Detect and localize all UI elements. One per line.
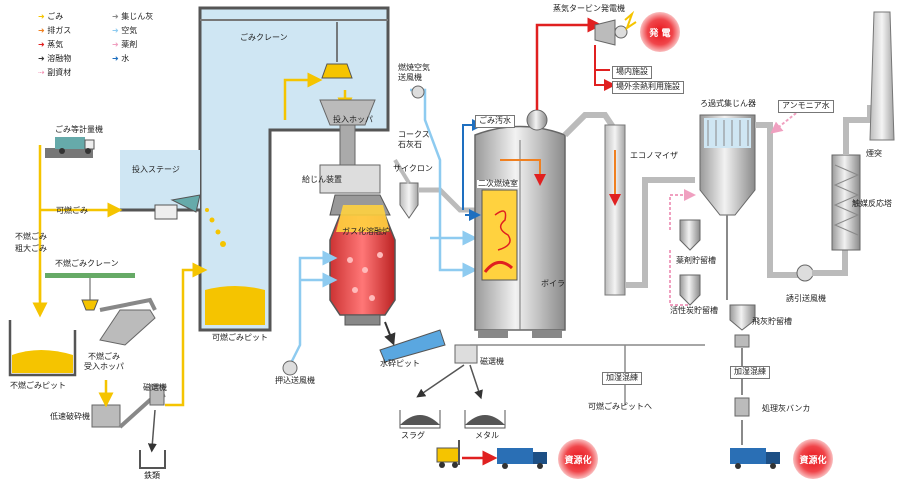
label-noncomb-hopper: 不燃ごみ 受入ホッパ [84, 352, 124, 371]
label-humid1: 加湿混練 [602, 372, 642, 385]
metal-pile [465, 415, 505, 425]
label-water-pit: 水砕ピット [380, 359, 420, 368]
label-slag: スラグ [401, 431, 425, 440]
label-magnet1: 磁選機 [143, 383, 167, 392]
steam-drum [526, 109, 548, 131]
forklift [436, 440, 460, 468]
label-comb-air-fan: 燃焼空気 送風機 [398, 63, 430, 82]
label-catalyst: 触媒反応塔 [852, 199, 892, 208]
label-iron: 鉄類 [144, 471, 160, 480]
id-fan [796, 264, 814, 282]
noncomb-grab [81, 299, 99, 311]
feeder [319, 164, 381, 194]
label-coke: コークス 石灰石 [398, 130, 430, 149]
label-noncomb-crane: 不燃ごみクレーン [55, 259, 119, 268]
magnet-2 [454, 344, 478, 364]
label-economizer: エコノマイザ [630, 151, 678, 160]
label-ash-bunker: 処理灰バンカ [762, 404, 811, 413]
chimney [869, 11, 895, 141]
ash-silo [729, 304, 756, 331]
slag-pile [400, 415, 440, 425]
label-weighing: ごみ等計量機 [55, 125, 103, 134]
combustible-pit-garbage [205, 286, 265, 325]
garbage-truck-1 [55, 137, 95, 154]
feed-hopper [319, 99, 376, 126]
iron-bin [139, 450, 166, 469]
label-ammonia: アンモニア水 [778, 100, 834, 113]
dump-truck-3 [730, 448, 780, 469]
legend-melt: ➜ 溶融物 [38, 54, 72, 63]
lowspeed-crusher [91, 404, 121, 428]
legend-steam: ➜ 蒸気 [38, 40, 64, 49]
label-to-pit: 可燃ごみピットへ [588, 402, 652, 411]
label-lowspeed: 低速破砕機 [50, 412, 90, 421]
label-boiler: ボイラ [541, 279, 565, 288]
weighing-scale [45, 148, 93, 158]
label-chimney: 煙突 [866, 149, 882, 158]
legend-water: ➜ 水 [112, 54, 130, 63]
legend-exhaust: ➜ 排ガス [38, 26, 72, 35]
label-input-stage: 投入ステージ [132, 165, 180, 174]
stage-floor [110, 208, 202, 330]
label-furnace: ガス化溶融炉 [342, 227, 390, 236]
noncomb-pit [8, 320, 77, 377]
label-secondary: 二次燃焼室 [477, 179, 519, 188]
label-feeder: 給じん装置 [302, 175, 342, 184]
label-noncomb-pit: 不燃ごみピット [10, 381, 66, 390]
carbon-silo [679, 274, 701, 306]
magnet-1 [149, 384, 165, 406]
label-outside-heat: 場外余熱利用施設 [612, 81, 684, 94]
label-bulky: 粗大ごみ [15, 244, 47, 253]
label-combustible: 可燃ごみ [56, 206, 88, 215]
cyclone [399, 182, 419, 219]
label-metal: メタル [475, 431, 499, 440]
noncomb-crane-rail [45, 273, 135, 278]
recycle-badge-2: 資源化 [793, 439, 833, 479]
comb-air-fan [411, 85, 425, 99]
crane-grab [321, 63, 353, 79]
ash-bunker [734, 397, 750, 417]
recycle-badge-1: 資源化 [558, 439, 598, 479]
legend-ash: ➜ 集じん灰 [112, 12, 154, 21]
water-pit [379, 329, 446, 363]
economizer [604, 124, 626, 296]
dump-truck-2 [497, 448, 547, 469]
label-ash-silo: 飛灰貯留槽 [752, 317, 792, 326]
legend-air: ➜ 空気 [112, 26, 138, 35]
label-id-fan: 誘引送風機 [786, 294, 826, 303]
label-waste-water: ごみ汚水 [475, 115, 515, 128]
push-fan [282, 360, 298, 376]
chem-silo [679, 219, 701, 251]
label-magnet2: 磁選機 [480, 357, 504, 366]
legend-garbage: ➜ ごみ [38, 12, 64, 21]
power-badge: 発 電 [640, 12, 680, 52]
label-humid2: 加湿混練 [730, 366, 770, 379]
falling-garbage [205, 208, 226, 247]
label-push-fan: 押込送風機 [275, 376, 315, 385]
noncomb-hopper [99, 309, 156, 346]
label-carbon-silo: 活性炭貯留槽 [670, 306, 718, 315]
label-noncomb: 不燃ごみ [15, 232, 47, 241]
secondary-chamber [481, 189, 518, 281]
label-in-plant: 場内施設 [612, 66, 652, 79]
legend-sub: ⇢ 副資材 [38, 68, 72, 77]
label-garbage-crane: ごみクレーン [240, 33, 288, 42]
dump-truck [154, 194, 201, 220]
steam-turbine [594, 19, 616, 46]
label-feed-hopper: 投入ホッパ [333, 115, 373, 124]
label-chem-silo: 薬剤貯留槽 [676, 256, 716, 265]
label-cyclone: サイクロン [393, 164, 433, 173]
label-comb-pit: 可燃ごみピット [212, 333, 268, 342]
legend-chem: ➜ 薬剤 [112, 40, 138, 49]
label-bag-filter: ろ過式集じん器 [700, 99, 756, 108]
label-turbine: 蒸気タービン発電機 [553, 4, 625, 13]
